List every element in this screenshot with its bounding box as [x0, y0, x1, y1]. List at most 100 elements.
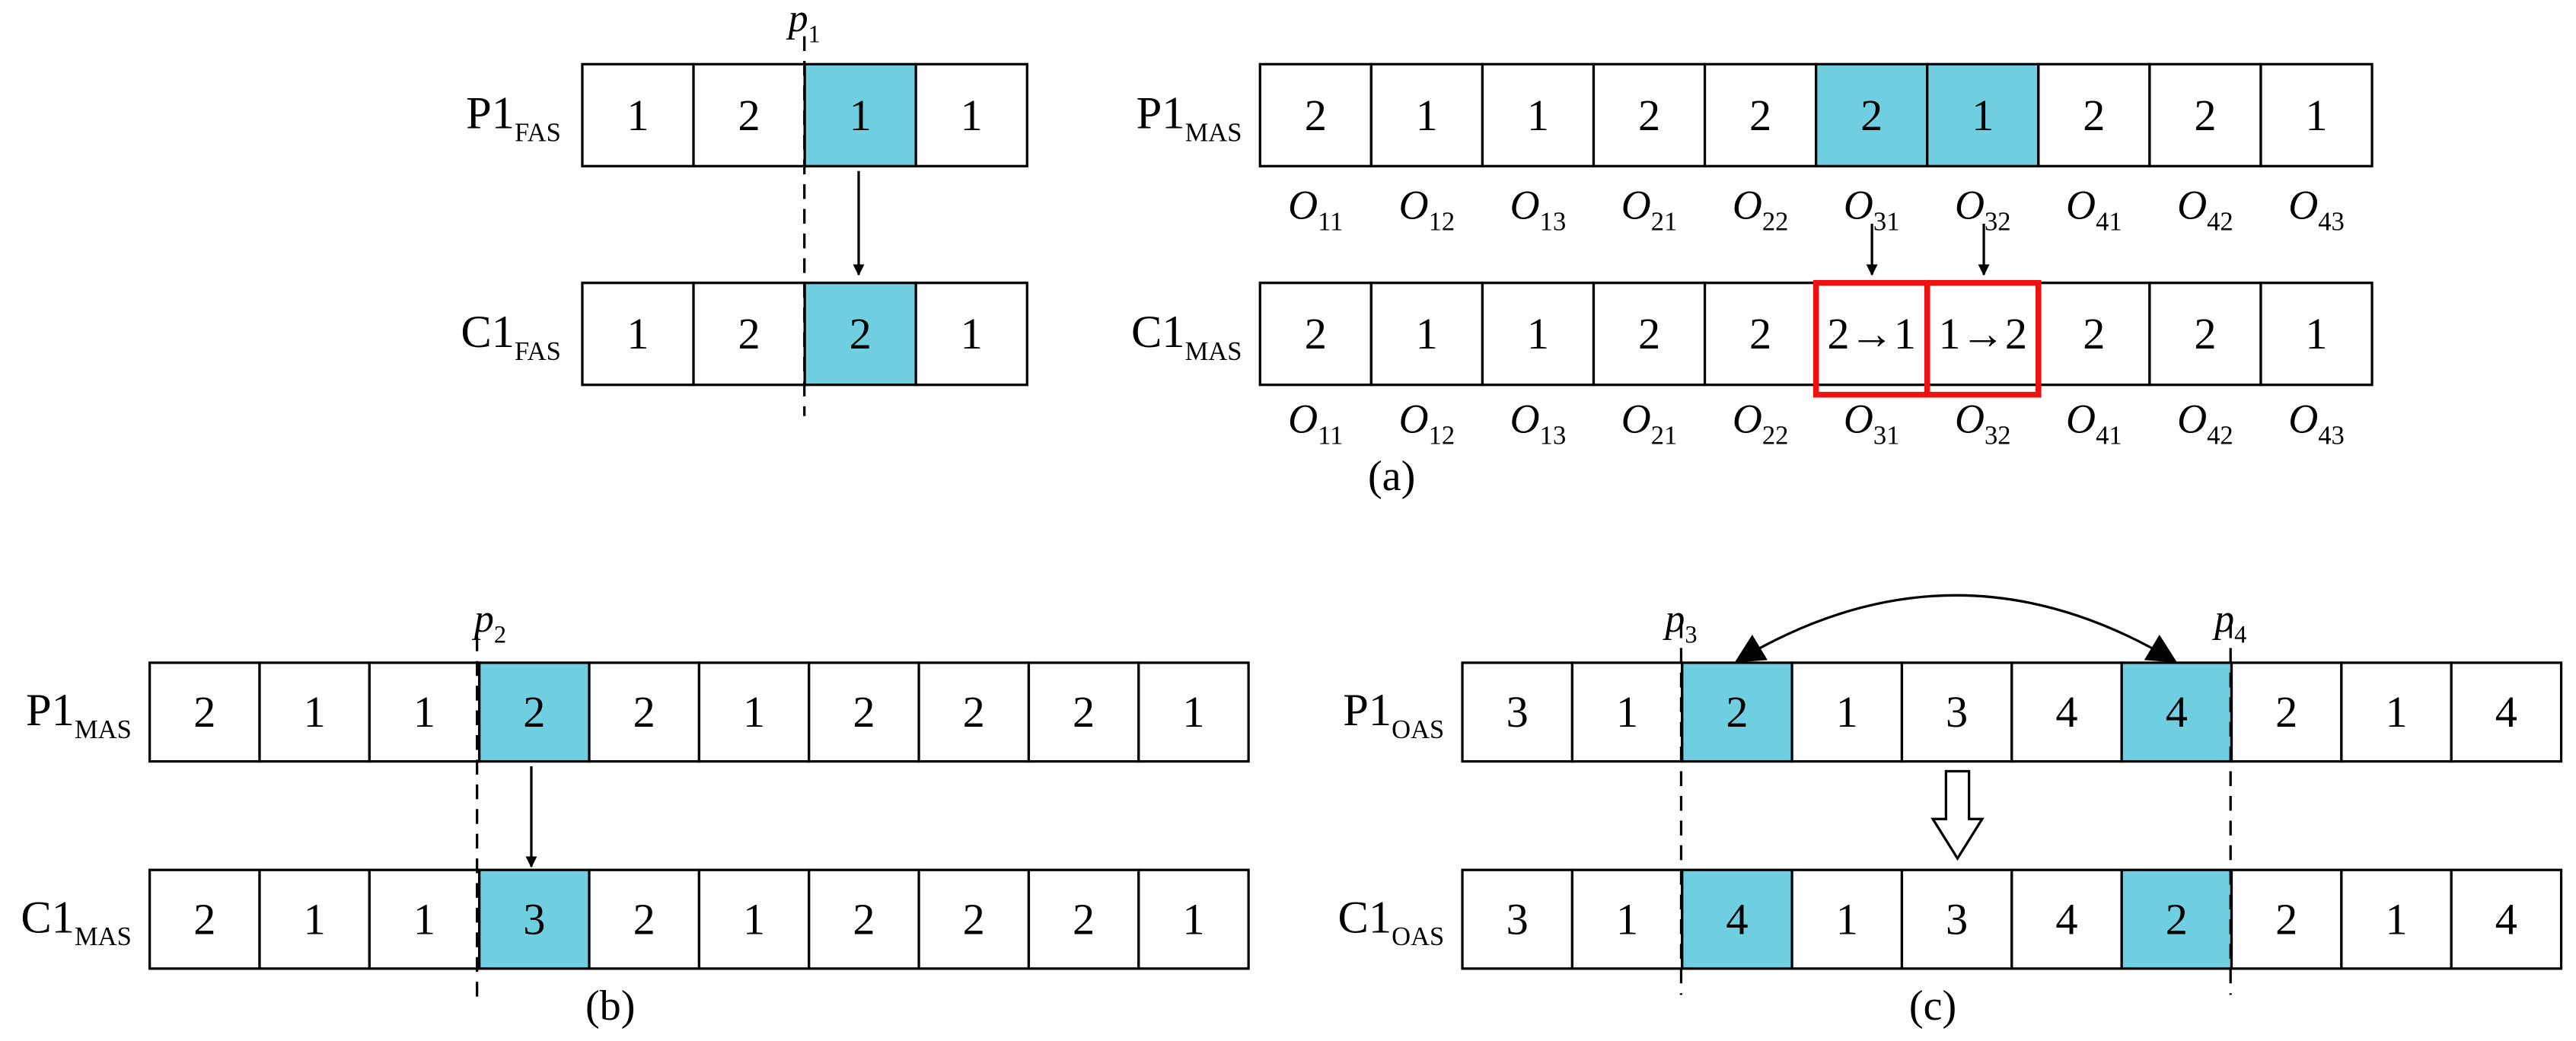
gene-value: 2 — [193, 894, 215, 944]
operation-label: O13 — [1510, 182, 1567, 236]
gene-value: 1 — [2305, 309, 2327, 358]
gene-value: 2 — [1638, 91, 1660, 140]
gene-value: 3 — [1506, 894, 1529, 944]
gene-value: 2 — [1305, 91, 1327, 140]
gene-value: 2 — [1749, 309, 1771, 358]
gene-cell — [1703, 62, 1818, 167]
gene-cell — [368, 868, 481, 970]
gene-cell — [1592, 282, 1707, 387]
operation-label: O32 — [1955, 182, 2011, 236]
gene-cell — [2450, 868, 2563, 970]
gene-value: 2 — [963, 687, 985, 737]
gene-cell — [1900, 868, 2013, 970]
chromosome-label: P1OAS — [1343, 685, 1444, 744]
gene-value: 2 — [2194, 91, 2216, 140]
gene-value: 1 — [1527, 309, 1549, 358]
cut-point-p4: p4 — [2211, 597, 2246, 649]
gene-cell — [692, 62, 806, 167]
operation-label: O31 — [1844, 182, 1900, 236]
gene-value: 1 — [413, 687, 435, 737]
panel-a-caption: (a) — [1368, 453, 1415, 500]
gene-cell — [2259, 62, 2374, 167]
panel-c-caption: (c) — [1909, 982, 1956, 1030]
gene-value: 1 — [304, 894, 326, 944]
gene-cell — [588, 661, 701, 763]
gene-value: 2 — [1749, 91, 1771, 140]
gene-cell — [148, 868, 261, 970]
operation-label: O32 — [1955, 396, 2011, 450]
gene-value: 1 — [1972, 91, 1994, 140]
operation-label: O43 — [2288, 396, 2345, 450]
hollow-down-arrow — [1930, 769, 1985, 861]
gene-cell — [581, 282, 695, 387]
operation-label: O31 — [1844, 396, 1900, 450]
gene-value: 3 — [1946, 894, 1968, 944]
gene-value: 1 — [2305, 91, 2327, 140]
gene-value: 4 — [2055, 894, 2077, 944]
gene-cell — [917, 868, 1031, 970]
gene-cell — [2230, 868, 2343, 970]
gene-cell — [258, 868, 371, 970]
gene-cell — [1592, 62, 1707, 167]
gene-value: 2 — [523, 687, 545, 737]
gene-cell — [2120, 661, 2233, 763]
gene-cell — [1790, 661, 1904, 763]
gene-value: 2 — [1305, 309, 1327, 358]
gene-value: 4 — [2166, 687, 2188, 737]
gene-value: 1 — [1416, 91, 1438, 140]
gene-value: 2 — [853, 687, 875, 737]
operation-label: O12 — [1399, 396, 1455, 450]
operation-label: O12 — [1399, 182, 1455, 236]
gene-value: 2 — [963, 894, 985, 944]
gene-value: 1 — [1182, 894, 1204, 944]
gene-cell — [368, 661, 481, 763]
gene-cell — [2148, 62, 2262, 167]
chromosome-label: C1OAS — [1338, 892, 1445, 951]
gene-cell — [1790, 868, 1904, 970]
gene-value: 2 — [2275, 894, 2297, 944]
gene-value: 2 — [853, 894, 875, 944]
gene-value: 2 — [2194, 309, 2216, 358]
gene-value: 2 — [633, 894, 655, 944]
gene-value: 2 — [738, 309, 760, 358]
operation-label: O11 — [1288, 182, 1343, 236]
swap-arrow — [1734, 594, 2178, 663]
gene-cell — [2010, 868, 2123, 970]
gene-value: 1→2 — [1938, 309, 2027, 358]
gene-cell — [697, 661, 811, 763]
operation-label: O11 — [1288, 396, 1343, 450]
gene-value: 4 — [1726, 894, 1748, 944]
gene-value: 1 — [1616, 894, 1638, 944]
gene-cell — [1570, 661, 1684, 763]
gene-cell — [1461, 661, 1574, 763]
gene-value: 2 — [2275, 687, 2297, 737]
gene-cell — [1926, 62, 2040, 167]
gene-value: 3 — [1506, 687, 1529, 737]
gene-cell — [914, 62, 1028, 167]
chromosome-label: C1MAS — [1131, 307, 1242, 366]
gene-cell — [2148, 282, 2262, 387]
gene-value: 1 — [850, 91, 872, 140]
gene-cell — [2037, 62, 2151, 167]
gene-cell — [478, 661, 591, 763]
operation-label: O41 — [2066, 182, 2122, 236]
gene-value: 2 — [1726, 687, 1748, 737]
gene-cell — [1137, 868, 1250, 970]
gene-cell — [1481, 62, 1596, 167]
cut-point-p2: p2 — [471, 597, 506, 649]
gene-cell — [1570, 868, 1684, 970]
chromosome-label: C1FAS — [461, 307, 560, 366]
operation-label: O22 — [1733, 396, 1789, 450]
gene-value: 1 — [743, 894, 765, 944]
gene-cell — [917, 661, 1031, 763]
chromosome-label: P1MAS — [26, 685, 132, 744]
gene-cell — [1900, 661, 2013, 763]
gene-value: 3 — [1946, 687, 1968, 737]
gene-value: 1 — [2385, 687, 2407, 737]
